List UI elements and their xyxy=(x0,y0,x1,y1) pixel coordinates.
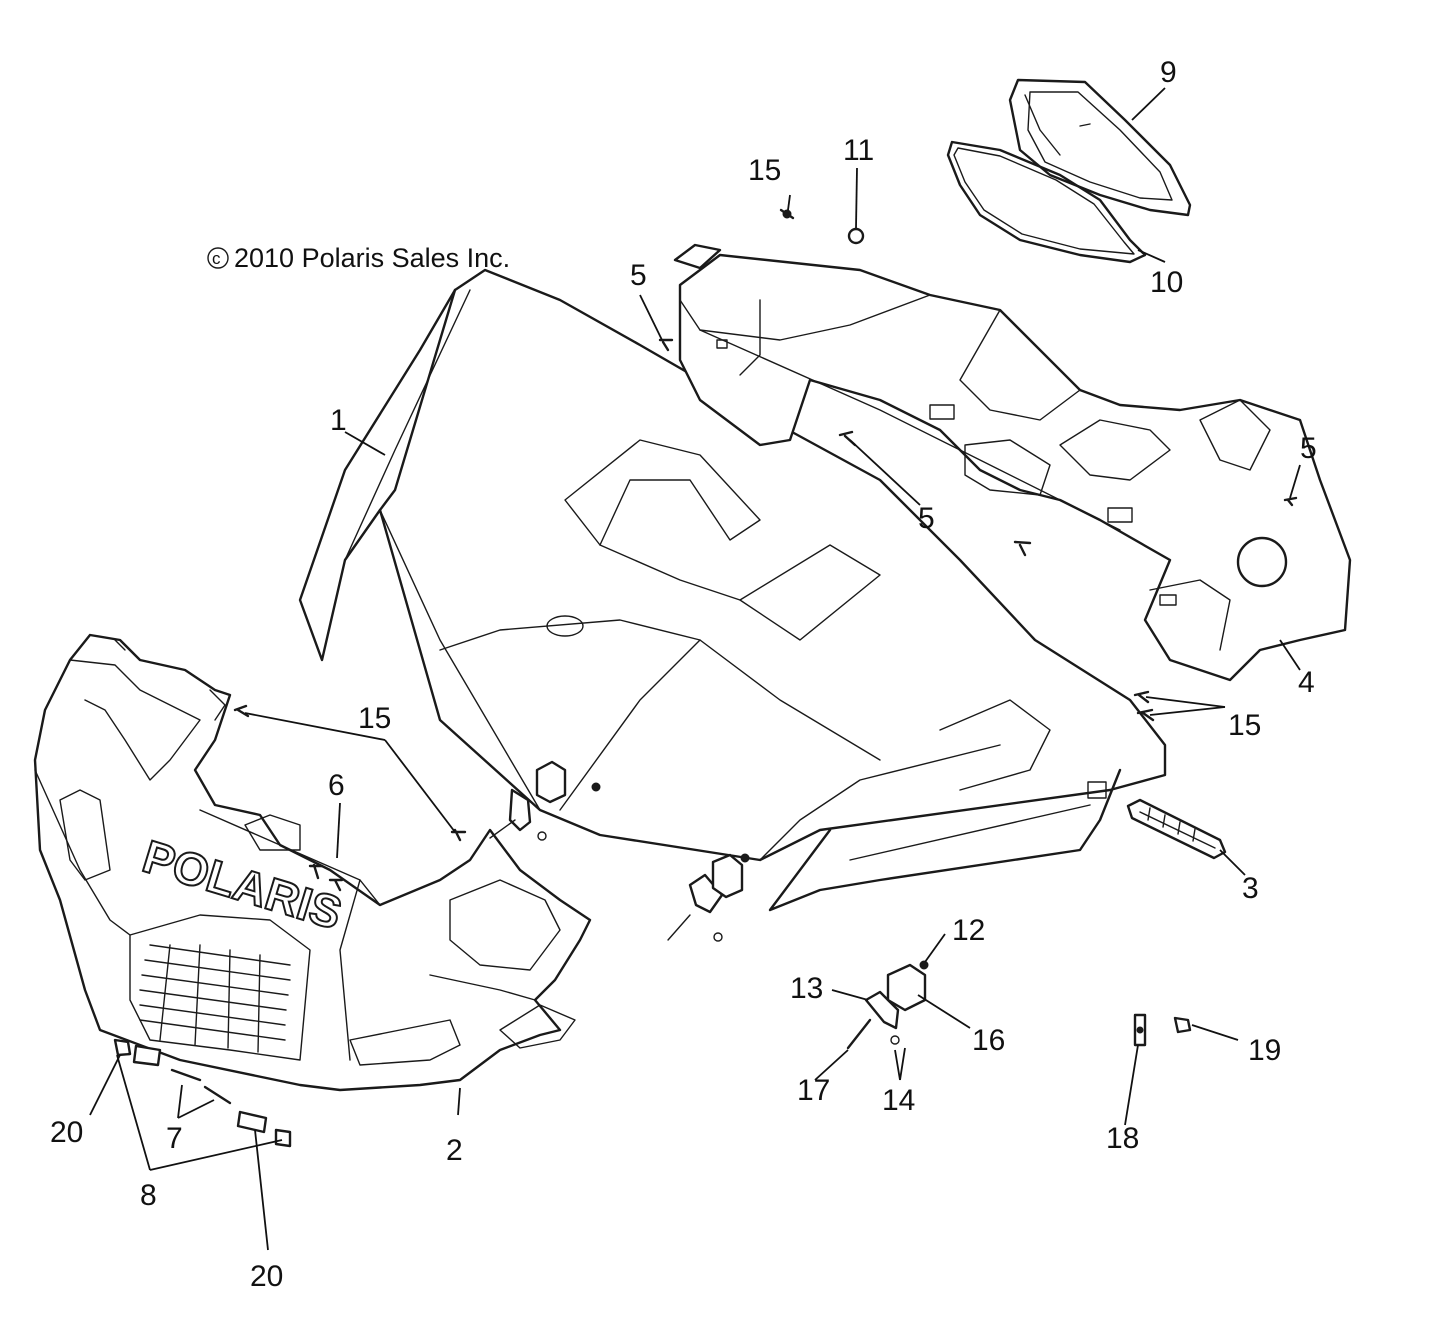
side-rail xyxy=(768,768,1122,912)
grille-mesh xyxy=(139,944,291,1053)
callout-20b: 20 xyxy=(250,1260,283,1293)
callout-5c: 5 xyxy=(1300,432,1317,465)
callout-5b: 5 xyxy=(918,502,935,535)
callout-labels: 1 2 3 4 5 5 5 6 7 8 9 10 11 12 13 14 15 … xyxy=(50,56,1317,1293)
callout-4: 4 xyxy=(1298,666,1315,699)
mount-bracket-lower[interactable] xyxy=(667,853,750,942)
callout-7: 7 xyxy=(166,1122,183,1155)
callout-13: 13 xyxy=(790,972,823,1005)
callout-16: 16 xyxy=(972,1024,1005,1057)
callout-18: 18 xyxy=(1106,1122,1139,1155)
callout-15a: 15 xyxy=(748,154,781,187)
leader-lines xyxy=(89,87,1301,1251)
gasket-part-10[interactable] xyxy=(946,140,1147,264)
dash-panel-part-4[interactable] xyxy=(673,243,1352,682)
hood-part-1[interactable] xyxy=(298,268,1167,862)
copyright-text: 2010 Polaris Sales Inc. xyxy=(234,243,510,273)
callout-1: 1 xyxy=(330,404,347,437)
callout-19: 19 xyxy=(1248,1034,1281,1067)
grab-handle-part-3[interactable] xyxy=(1126,798,1227,860)
callout-15b: 15 xyxy=(358,702,391,735)
callout-15c: 15 xyxy=(1228,709,1261,742)
callout-9: 9 xyxy=(1160,56,1177,89)
mount-bracket-detail[interactable] xyxy=(846,960,929,1050)
callout-3: 3 xyxy=(1242,872,1259,905)
callout-5a: 5 xyxy=(630,259,647,292)
copyright-notice: c 2010 Polaris Sales Inc. xyxy=(207,243,510,273)
callout-17: 17 xyxy=(797,1074,830,1107)
bezel-part-9[interactable] xyxy=(1008,78,1192,217)
callout-14: 14 xyxy=(882,1084,915,1117)
callout-10: 10 xyxy=(1150,266,1183,299)
callout-8: 8 xyxy=(140,1179,157,1212)
callout-11: 11 xyxy=(843,134,874,167)
front-bumper-part-2[interactable]: POLARIS xyxy=(33,633,592,1092)
mount-bracket-upper[interactable] xyxy=(489,760,601,841)
callout-6: 6 xyxy=(328,769,345,802)
callout-12: 12 xyxy=(952,914,985,947)
callout-2: 2 xyxy=(446,1134,463,1167)
callout-20a: 20 xyxy=(50,1116,83,1149)
copyright-symbol: c xyxy=(212,249,221,268)
